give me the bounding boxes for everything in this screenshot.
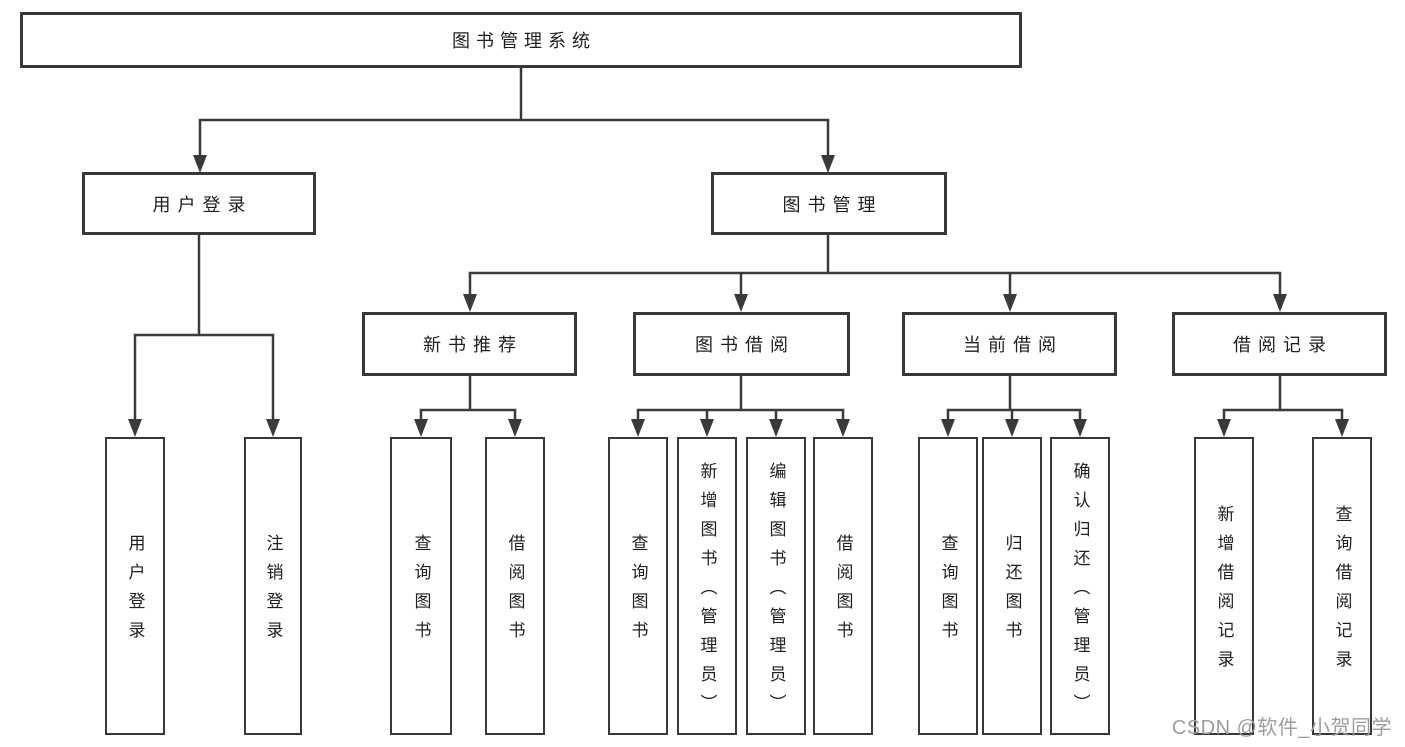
leaf-user-login: 用户登录: [105, 437, 165, 735]
leaf-borrow-query-book-label: 查询图书: [628, 534, 648, 650]
node-book-borrow-label: 图书借阅: [695, 335, 795, 355]
leaf-recommend-borrow-book-label: 借阅图书: [505, 534, 525, 650]
leaf-records-add-record: 新增借阅记录: [1194, 437, 1254, 735]
node-book-management: 图书管理: [711, 172, 947, 235]
node-current-borrow: 当前借阅: [902, 312, 1117, 376]
leaf-borrow-query-book: 查询图书: [608, 437, 668, 735]
node-new-book-recommend: 新书推荐: [362, 312, 577, 376]
connector-new-book-recommend-branch: [414, 376, 522, 437]
connector-user-login-branch: [128, 235, 280, 437]
connector-current-borrow-branch: [941, 376, 1087, 437]
connector-root-branch: [193, 68, 835, 173]
node-book-borrow: 图书借阅: [633, 312, 850, 376]
node-user-login-group: 用户登录: [82, 172, 316, 235]
node-borrow-records: 借阅记录: [1172, 312, 1387, 376]
leaf-borrow-edit-book: 编辑图书（管理员）: [746, 437, 806, 735]
node-borrow-records-label: 借阅记录: [1233, 335, 1333, 355]
leaf-records-add-record-label: 新增借阅记录: [1214, 505, 1234, 679]
leaf-records-query-record-label: 查询借阅记录: [1332, 505, 1352, 679]
leaf-borrow-edit-book-label: 编辑图书（管理员）: [766, 461, 786, 723]
leaf-borrow-borrow-book-label: 借阅图书: [833, 534, 853, 650]
leaf-borrow-borrow-book: 借阅图书: [813, 437, 873, 735]
leaf-recommend-query-book-label: 查询图书: [411, 534, 431, 650]
leaf-current-confirm-return: 确认归还（管理员）: [1050, 437, 1110, 735]
node-new-book-recommend-label: 新书推荐: [423, 335, 523, 355]
node-book-management-label: 图书管理: [782, 194, 883, 215]
leaf-logout-label: 注销登录: [263, 534, 283, 650]
leaf-current-return-book-label: 归还图书: [1002, 534, 1022, 650]
node-user-login-group-label: 用户登录: [152, 194, 253, 215]
leaf-borrow-add-book-label: 新增图书（管理员）: [697, 461, 717, 723]
leaf-current-confirm-return-label: 确认归还（管理员）: [1070, 461, 1090, 723]
leaf-logout: 注销登录: [244, 437, 302, 735]
connector-book-borrow-branch: [631, 376, 850, 437]
csdn-watermark: CSDN @软件_小贺同学: [1171, 717, 1392, 739]
leaf-recommend-borrow-book: 借阅图书: [485, 437, 545, 735]
leaf-current-query-book-label: 查询图书: [938, 534, 958, 650]
connector-borrow-records-branch: [1217, 376, 1349, 437]
node-root: 图书管理系统: [20, 12, 1022, 68]
node-current-borrow-label: 当前借阅: [963, 335, 1063, 355]
connector-book-management-branch: [463, 235, 1287, 312]
leaf-records-query-record: 查询借阅记录: [1312, 437, 1372, 735]
node-root-label: 图书管理系统: [452, 31, 596, 51]
leaf-current-return-book: 归还图书: [982, 437, 1042, 735]
leaf-current-query-book: 查询图书: [918, 437, 978, 735]
leaf-user-login-label: 用户登录: [125, 534, 145, 650]
leaf-recommend-query-book: 查询图书: [390, 437, 452, 735]
leaf-borrow-add-book: 新增图书（管理员）: [677, 437, 737, 735]
